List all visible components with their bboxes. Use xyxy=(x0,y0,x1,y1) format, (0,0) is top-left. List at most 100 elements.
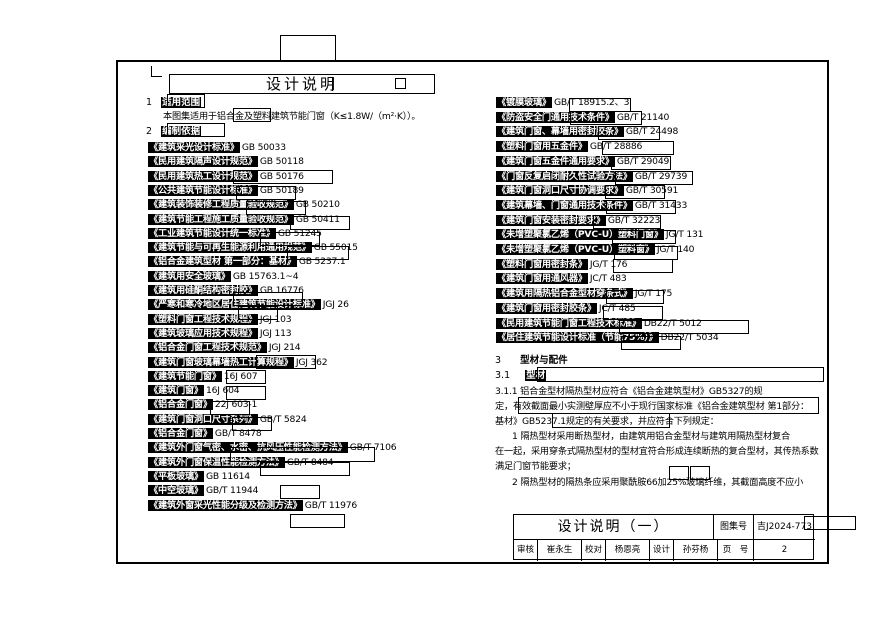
overlay-box xyxy=(167,123,225,137)
left-reference-item: 《建筑节能工程施工质量验收规范》GB 50411 xyxy=(148,213,340,225)
standard-name: 《防盗安全门通用技术条件》 xyxy=(496,111,615,123)
right-reference-item: 《塑料门窗用五金件》GB/T 28886 xyxy=(496,141,642,153)
section2-number: 2 xyxy=(146,126,153,137)
overlay-box xyxy=(593,215,661,229)
overlay-box xyxy=(613,259,673,273)
overlay-box xyxy=(236,186,296,200)
standard-name: 《严寒和寒冷地区居住建筑节能设计标准》 xyxy=(148,299,321,311)
standard-name: 《建筑门窗洞口尺寸协调要求》 xyxy=(496,185,624,197)
section3-number: 3 xyxy=(495,355,502,366)
standard-code: GB/T 29739 xyxy=(634,170,688,182)
overlay-box xyxy=(619,320,749,334)
standard-name: 《建筑装饰装修工程质量验收规范》 xyxy=(148,199,294,211)
left-reference-item: 《建筑外窗采光性能分级及检测方法》GB/T 11976 xyxy=(148,499,357,511)
page-label: 页 号 xyxy=(718,540,754,561)
right-reference-item: 《居住建筑节能设计标准（节能75%）》DB22/T 5034 xyxy=(496,332,719,344)
overlay-box xyxy=(606,290,664,304)
review-name: 崔永生 xyxy=(538,540,582,561)
standard-name: 《工业建筑节能设计统一标准》 xyxy=(148,227,276,239)
section1-text: 本图集适用于铝合金及塑料建筑节能门窗（K≤1.8W/（m²·K））。 xyxy=(163,111,421,122)
standard-name: 《塑料门窗工程技术规程》 xyxy=(148,313,258,325)
design-label: 设计 xyxy=(650,540,674,561)
right-reference-item: 《建筑门窗用密封胶条》JC/T 485 xyxy=(496,302,636,314)
atlas-number: 吉J2024-773 xyxy=(754,515,815,540)
section3-1-heading: 3.1 型材 xyxy=(495,370,547,381)
standard-name: 《铝合金建筑型材 第一部分：基材》 xyxy=(148,256,297,268)
standard-name: 《建筑玻璃应用技术规程》 xyxy=(148,327,258,339)
overlay-box xyxy=(260,462,350,476)
overlay-box xyxy=(614,246,678,260)
page-number: 2 xyxy=(781,545,788,555)
standard-code: DB22/T 5012 xyxy=(643,317,702,329)
overlay-box xyxy=(226,386,266,400)
section2-title: 编制依据 xyxy=(161,126,202,137)
overlay-box xyxy=(238,306,278,320)
standard-name: 《塑料门窗用五金件》 xyxy=(496,141,588,153)
right-reference-item: 《建筑门窗、幕墙用密封胶条》GB/T 24498 xyxy=(496,126,678,138)
standard-name: 《建筑门窗洞口尺寸系列》 xyxy=(148,413,258,425)
check-label: 校对 xyxy=(582,540,606,561)
standard-name: 《未增塑聚氯乙烯（PVC-U）塑料窗》 xyxy=(496,244,655,255)
paragraph-3-1-1-line1: 3.1.1 铝合金型材隔热型材应符合《铝合金建筑型材》GB5327的规 xyxy=(495,386,763,397)
right-reference-item: 《镀膜玻璃》GB/T 18915.2、3 xyxy=(496,97,629,108)
section3-title: 型材与配件 xyxy=(520,355,568,366)
overlay-box xyxy=(569,98,631,112)
left-reference-item: 《建筑门窗洞口尺寸系列》GB/T 5824 xyxy=(148,413,307,425)
standard-code: GB 50189 xyxy=(259,184,304,196)
standard-code: 16J 604 xyxy=(205,385,240,397)
paragraph-3-1-1-item2: 2 隔热型材的隔热条应采用聚酰胺66加25%玻璃纤维，其截面高度不应小 xyxy=(512,477,804,488)
standard-code: GB 15763.1~4 xyxy=(232,270,299,282)
page-title-text: 设计说明 xyxy=(266,75,339,93)
standard-code: JG/T 176 xyxy=(589,258,628,270)
section3-1-number: 3.1 xyxy=(495,370,511,381)
standard-code: GB 51245 xyxy=(277,227,322,239)
section1-title: 适用范围 xyxy=(161,97,202,108)
standard-name: 《铝合金门窗》 xyxy=(148,428,213,439)
paragraph-3-1-1-item1-line2: 在一起，采用穿条式隔热型材的型材宜符合形成连续断热的复合型材，其传热系数 xyxy=(495,446,819,457)
left-reference-item: 《铝合金门窗》22J 603-1 xyxy=(148,399,257,411)
standard-code: GB/T 30591 xyxy=(625,185,679,197)
standard-code: GB/T 21140 xyxy=(616,111,670,123)
right-reference-item: 《建筑用隔热铝合金型材穿条式》JG/T 175 xyxy=(496,288,672,300)
standard-code: JGJ 113 xyxy=(259,327,292,339)
overlay-box xyxy=(690,466,710,480)
right-reference-item: 《未增塑聚氯乙烯（PVC-U）塑料窗》JG/T 140 xyxy=(496,244,695,255)
left-reference-item: 《建筑玻璃应用技术规程》JGJ 113 xyxy=(148,327,292,339)
left-reference-item: 《民用建筑热工设计规范》GB 50176 xyxy=(148,170,304,182)
standard-name: 《建筑幕墙、门窗通用技术条件》 xyxy=(496,199,633,211)
standard-name: 《镀膜玻璃》 xyxy=(496,97,552,108)
drawing-name: 设计说明（一） xyxy=(514,515,714,540)
overlay-box xyxy=(621,336,681,350)
section3-1-title: 型材 xyxy=(525,370,547,381)
section3-heading: 3 型材与配件 xyxy=(495,355,568,366)
standard-code: GB 50033 xyxy=(241,142,286,153)
review-label: 审核 xyxy=(514,540,538,561)
right-reference-item: 《建筑幕墙、门窗通用技术条件》GB/T 31433 xyxy=(496,199,687,211)
right-reference-item: 《建筑门窗洞口尺寸协调要求》GB/T 30591 xyxy=(496,185,679,197)
left-reference-item: 《公共建筑节能设计标准》GB 50189 xyxy=(148,184,304,196)
overlay-box xyxy=(615,171,693,185)
standard-name: 《塑料门窗用密封条》 xyxy=(496,258,588,270)
standard-code: GB 5237.1 xyxy=(298,256,346,268)
standard-name: 《门窗反复启闭耐久性试验方法》 xyxy=(496,170,633,182)
overlay-box xyxy=(605,185,665,199)
overlay-box xyxy=(518,397,819,414)
standard-name: 《建筑用安全玻璃》 xyxy=(148,270,231,282)
standard-code: JGJ 26 xyxy=(322,299,349,311)
left-reference-item: 《平板玻璃》GB 11614 xyxy=(148,470,250,482)
standard-code: GB/T 32223 xyxy=(607,214,661,226)
overlay-box xyxy=(167,94,205,108)
atlas-number-label: 图集号 xyxy=(714,515,754,540)
left-reference-item: 《严寒和寒冷地区居住建筑节能设计标准》JGJ 26 xyxy=(148,299,349,311)
left-reference-item: 《建筑用安全玻璃》GB 15763.1~4 xyxy=(148,270,299,282)
sheet-tab-marker xyxy=(280,35,336,61)
drawing-frame xyxy=(116,60,829,564)
overlay-box xyxy=(537,367,824,382)
standard-name: 《公共建筑节能设计标准》 xyxy=(148,184,258,196)
standard-name: 《建筑门窗玻璃幕墙热工计算规程》 xyxy=(148,356,294,368)
page-title: 设计说明 xyxy=(169,74,435,94)
right-reference-item: 《民用建筑节能门窗工程技术标准》DB22/T 5012 xyxy=(496,317,702,329)
standard-code: GB/T 11944 xyxy=(205,485,259,497)
overlay-box xyxy=(669,466,689,480)
standard-name: 《建筑门窗用密封胶条》 xyxy=(496,302,597,314)
